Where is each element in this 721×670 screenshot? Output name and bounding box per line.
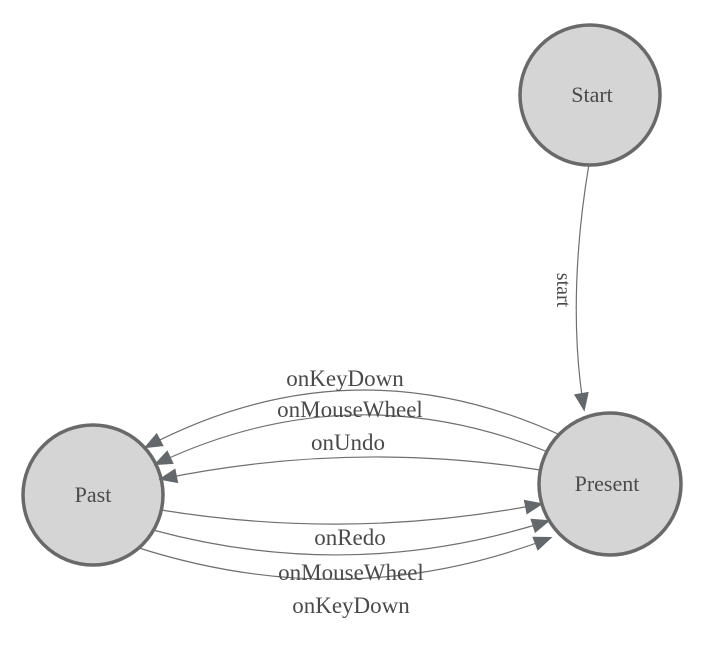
node-past-circle[interactable] xyxy=(21,423,165,567)
edge-past-to-present-onredo[interactable] xyxy=(160,499,544,525)
edge-labels: start onKeyDown onMouseWheel onUndo onRe… xyxy=(277,273,574,618)
node-label-past: Past xyxy=(75,482,112,507)
node-start-circle[interactable] xyxy=(518,23,662,167)
edge-present-to-past-onmousewheel[interactable] xyxy=(153,414,549,466)
node-label-start: Start xyxy=(571,82,613,107)
node-present-circle[interactable] xyxy=(537,411,683,557)
edge-label-onredo: onRedo xyxy=(314,525,386,550)
edge-past-to-present-onkeydown[interactable] xyxy=(138,536,553,580)
edge-present-to-past-onkeydown[interactable] xyxy=(143,389,559,449)
edge-label-onmousewheel-top: onMouseWheel xyxy=(277,397,423,422)
edge-past-to-present-onmousewheel[interactable] xyxy=(152,518,551,556)
edge-lines xyxy=(138,163,590,580)
edge-present-to-past-onundo[interactable] xyxy=(158,456,541,484)
edge-label-start: start xyxy=(552,273,574,308)
edge-start-to-present[interactable] xyxy=(573,163,590,412)
node-circles xyxy=(21,23,683,567)
edge-label-onkeydown-top: onKeyDown xyxy=(286,366,404,391)
node-labels: Start Past Present xyxy=(75,82,640,507)
node-label-present: Present xyxy=(575,471,640,496)
edge-label-onundo: onUndo xyxy=(311,430,385,455)
edge-label-onkeydown-bottom: onKeyDown xyxy=(292,593,410,618)
edge-label-onmousewheel-bottom: onMouseWheel xyxy=(278,560,424,585)
